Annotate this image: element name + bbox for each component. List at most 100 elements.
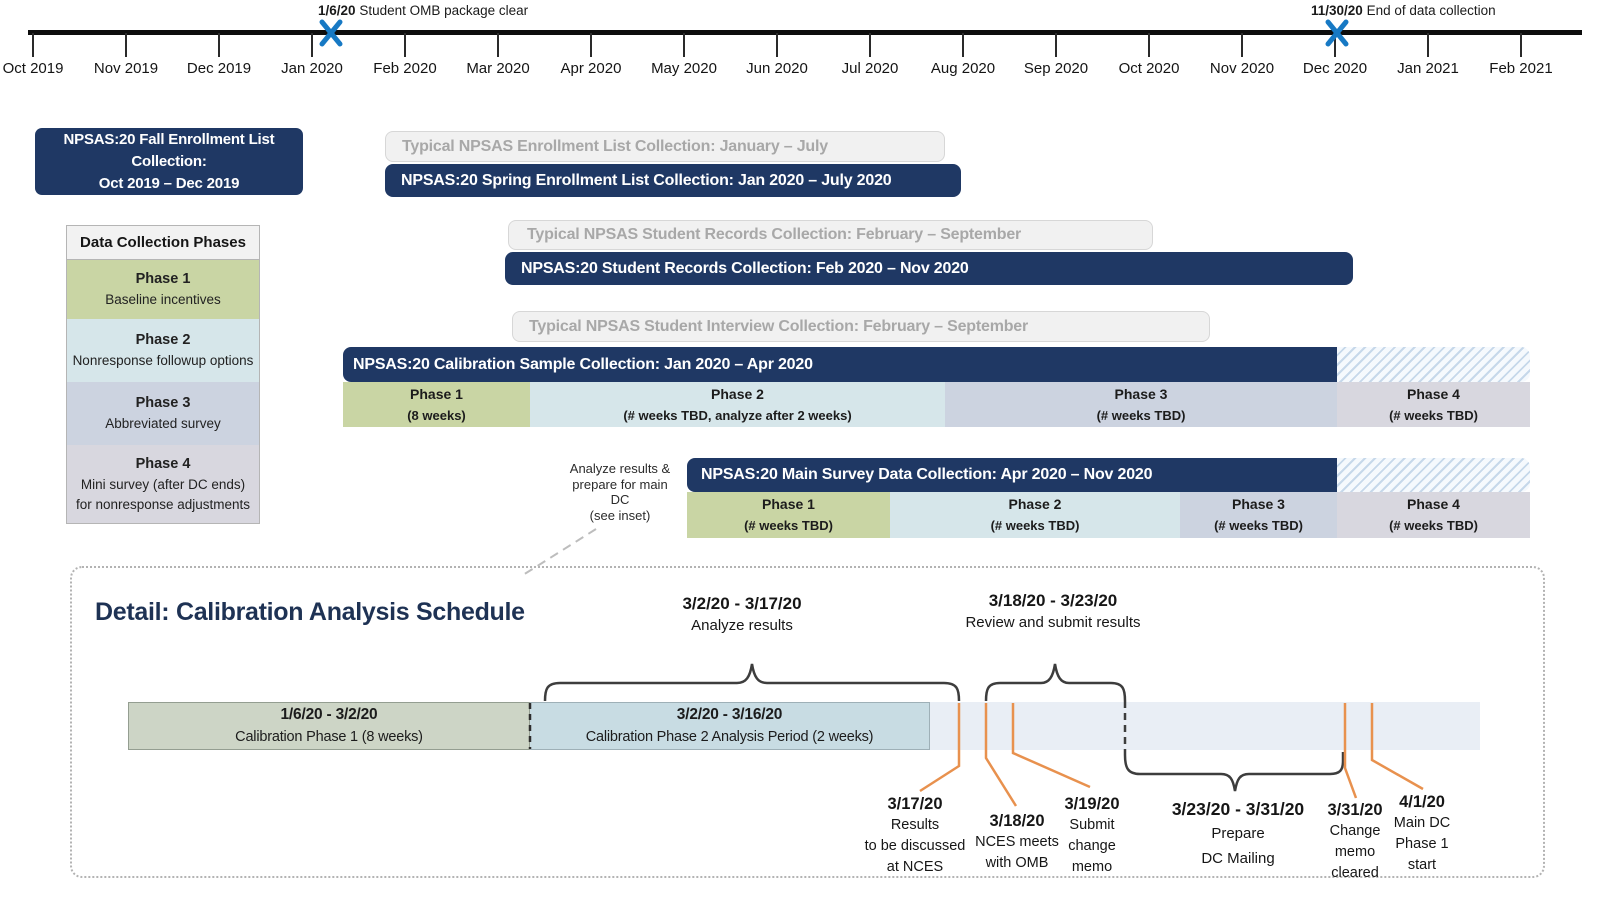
brace-date: 3/18/20 - 3/23/20 (988, 591, 1118, 610)
phase-detail: (# weeks TBD) (1096, 407, 1186, 423)
brace-text: Analyze results (691, 617, 793, 634)
month-label: Sep 2020 (1023, 60, 1089, 77)
legend-item-phase3: Phase 3 Abbreviated survey (67, 382, 259, 445)
timeline-tick (1148, 33, 1150, 57)
inset-title: Detail: Calibration Analysis Schedule (95, 598, 525, 626)
spring-enrollment-bar: NPSAS:20 Spring Enrollment List Collecti… (385, 164, 961, 197)
legend-item-phase1: Phase 1 Baseline incentives (67, 260, 259, 319)
legend-title: Data Collection Phases (67, 226, 259, 260)
milestone-text: End of data collection (1366, 3, 1496, 18)
phase-detail: (# weeks TBD) (1389, 407, 1478, 423)
milestone-text: Student OMB package clear (359, 3, 529, 18)
timeline-tick (32, 33, 34, 57)
callout-line: Main DC (1393, 815, 1451, 831)
month-label: Jun 2020 (746, 60, 808, 77)
callout-line: Prepare (1211, 825, 1265, 842)
phase-detail: (# weeks TBD) (990, 518, 1080, 533)
timeline-tick (962, 33, 964, 57)
timeline-tick (1055, 33, 1057, 57)
phase-name: Phase 2 (1008, 496, 1062, 512)
timeline-tick (218, 33, 220, 57)
inset-remainder-bar (930, 702, 1480, 750)
callout-line: at NCES (886, 859, 944, 875)
milestone-annotation-end-dc: 11/30/20 End of data collection (1311, 3, 1496, 18)
phase-name: Phase 4 (1407, 496, 1460, 512)
callout-results-nces: 3/17/20 Results to be discussed at NCES (805, 794, 1025, 878)
typical-enrollment-bar: Typical NPSAS Enrollment List Collection… (385, 131, 945, 162)
month-label: Feb 2020 (373, 60, 437, 77)
calibration-phase1-cell: Phase 1 (8 weeks) (343, 382, 530, 427)
legend-phase-desc: Mini survey (after DC ends) (80, 476, 246, 492)
callout-date: 3/31/20 (1327, 801, 1383, 819)
legend-phase-name: Phase 4 (135, 455, 191, 472)
calibration-bar: NPSAS:20 Calibration Sample Collection: … (343, 347, 1347, 382)
milestone-annotation-omb: 1/6/20 Student OMB package clear (318, 3, 528, 18)
note-line: DC (610, 492, 630, 507)
note-line: Analyze results & (569, 461, 671, 476)
calibration-hatch-extension (1337, 347, 1530, 382)
callout-date: 3/18/20 (989, 812, 1045, 830)
phase-name: Phase 4 (1407, 385, 1460, 402)
callout-line: Results (890, 817, 940, 833)
inset-bar-date: 3/2/20 - 3/16/20 (676, 706, 783, 723)
fall-line-1: NPSAS:20 Fall Enrollment List (63, 130, 275, 148)
phase-detail: (# weeks TBD) (1389, 518, 1478, 533)
inset-phase2-bar: 3/2/20 - 3/16/20 Calibration Phase 2 Ana… (530, 702, 930, 750)
legend-item-phase2: Phase 2 Nonresponse followup options (67, 319, 259, 382)
callout-date: 3/17/20 (887, 795, 943, 813)
legend-phase-name: Phase 3 (135, 395, 191, 411)
timeline-tick (683, 33, 685, 57)
callout-line: Phase 1 (1395, 836, 1449, 852)
phase-name: Phase 1 (410, 385, 463, 402)
callout-line: NCES meets (975, 834, 1059, 850)
brace-text: Review and submit results (965, 614, 1141, 631)
main-phase4-cell: Phase 4 (# weeks TBD) (1337, 492, 1530, 538)
callout-memo-cleared: 3/31/20 Change memo cleared (1245, 800, 1465, 884)
note-line: prepare for main (572, 476, 668, 492)
month-label: Feb 2021 (1489, 60, 1553, 77)
callout-nces-omb: 3/18/20 NCES meets with OMB (907, 811, 1127, 874)
note-line: (see inset) (589, 507, 651, 523)
callout-main-dc-start: 4/1/20 Main DC Phase 1 start (1312, 792, 1532, 876)
inset-phase1-bar: 1/6/20 - 3/2/20 Calibration Phase 1 (8 w… (128, 702, 530, 750)
callout-date: 3/23/20 - 3/31/20 (1171, 799, 1305, 819)
calibration-phase2-cell: Phase 2 (# weeks TBD, analyze after 2 we… (530, 382, 945, 427)
analyze-note: Analyze results & prepare for main DC (s… (540, 461, 700, 523)
timeline-tick (776, 33, 778, 57)
phase-name: Phase 3 (1114, 385, 1168, 402)
main-survey-bar: NPSAS:20 Main Survey Data Collection: Ap… (687, 458, 1351, 492)
milestone-date: 1/6/20 (318, 3, 356, 18)
callout-line: cleared (1331, 865, 1379, 881)
phase-name: Phase 3 (1232, 496, 1285, 512)
calibration-phase3-cell: Phase 3 (# weeks TBD) (945, 382, 1337, 427)
inset-bar-label: Calibration Phase 2 Analysis Period (2 w… (585, 729, 874, 745)
callout-date: 4/1/20 (1399, 793, 1445, 811)
callout-line: to be discussed (864, 838, 966, 854)
timeline-tick (590, 33, 592, 57)
data-collection-phases-legend: Data Collection Phases Phase 1 Baseline … (66, 225, 260, 524)
month-label: Dec 2019 (186, 60, 252, 77)
legend-phase-desc: Abbreviated survey (105, 416, 221, 431)
typical-records-bar: Typical NPSAS Student Records Collection… (508, 220, 1153, 250)
month-label: Nov 2020 (1209, 60, 1275, 77)
legend-phase-desc: for nonresponse adjustments (75, 496, 251, 512)
legend-item-phase4: Phase 4 Mini survey (after DC ends) for … (67, 445, 259, 523)
month-label: Apr 2020 (560, 60, 622, 77)
timeline-tick (1520, 33, 1522, 57)
month-label: Dec 2020 (1302, 60, 1368, 77)
callout-line: with OMB (985, 855, 1049, 871)
timeline-tick (404, 33, 406, 57)
calibration-phase4-cell: Phase 4 (# weeks TBD) (1337, 382, 1530, 427)
phase-detail: (# weeks TBD) (1214, 518, 1303, 533)
month-label: Jan 2021 (1397, 60, 1459, 77)
main-phase2-cell: Phase 2 (# weeks TBD) (890, 492, 1180, 538)
records-bar: NPSAS:20 Student Records Collection: Feb… (505, 252, 1353, 285)
month-label: Jul 2020 (841, 60, 899, 77)
inset-bar-label: Calibration Phase 1 (8 weeks) (235, 729, 423, 745)
month-label: Mar 2020 (466, 60, 530, 77)
fall-line-2: Collection: (131, 152, 207, 170)
month-label: Oct 2019 (2, 60, 64, 77)
timeline-tick (1241, 33, 1243, 57)
callout-dc-mailing: 3/23/20 - 3/31/20 Prepare DC Mailing (1108, 797, 1368, 871)
